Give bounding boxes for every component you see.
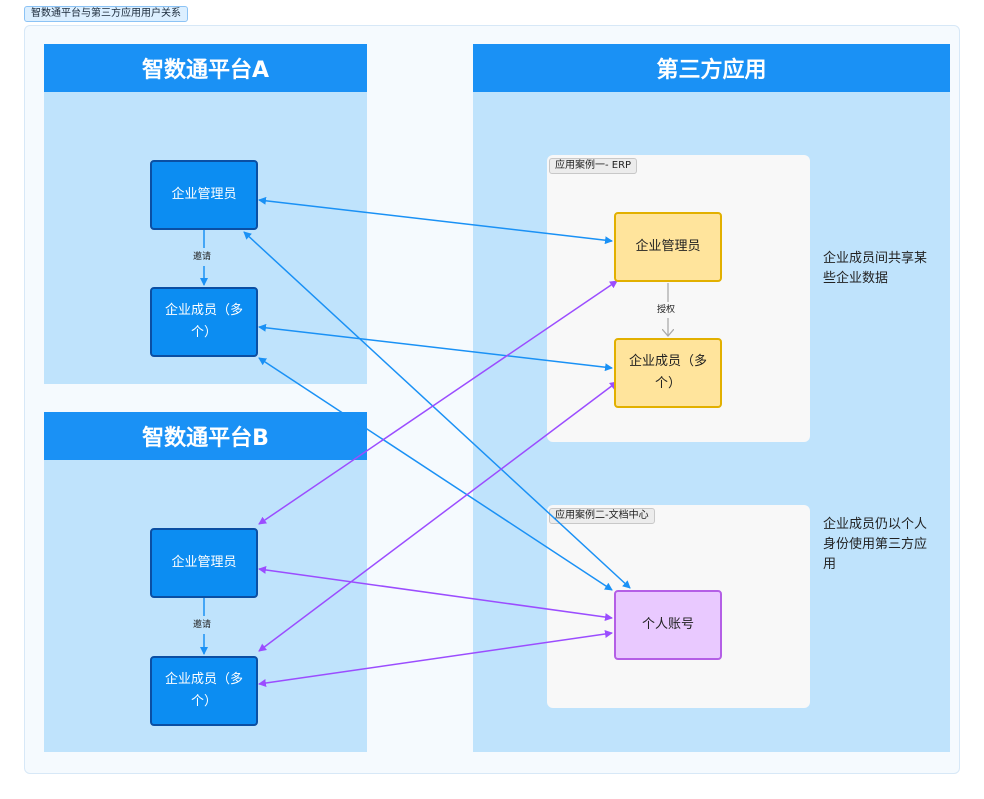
edge-a-admin-account	[243, 231, 631, 589]
frame-title-tag: 智数通平台与第三方应用用户关系	[24, 6, 188, 22]
note-shared-data: 企业成员间共享某些企业数据	[823, 251, 928, 286]
third-party-title: 第三方应用	[473, 44, 950, 92]
platform-b-admin-label: 企业管理员	[171, 555, 237, 570]
personal-account-label: 个人账号	[641, 617, 694, 632]
note-personal-use: 企业成员仍以个人身份使用第三方应用	[823, 517, 928, 572]
platform-a-member-label: 企业成员（多个）	[164, 303, 243, 340]
platform-a-admin-label: 企业管理员	[171, 187, 237, 202]
edge-b-member-account	[258, 630, 613, 687]
erp-member-node: 企业成员（多个）	[614, 338, 722, 408]
erp-member-label: 企业成员（多个）	[628, 354, 707, 391]
edge-b-admin-erp-admin	[258, 280, 618, 525]
platform-b-member-node: 企业成员（多个）	[150, 656, 258, 726]
authorize-label: 授权	[657, 305, 676, 315]
invite-label-a: 邀请	[193, 252, 212, 262]
platform-a-title: 智数通平台A	[44, 44, 367, 92]
edge-a-admin-erp-admin	[258, 196, 613, 245]
edge-b-admin-account	[258, 566, 613, 621]
erp-admin-node: 企业管理员	[614, 212, 722, 282]
edge-a-member-account	[258, 357, 613, 591]
erp-admin-label: 企业管理员	[635, 239, 701, 254]
case1-tag: 应用案例一- ERP	[549, 158, 638, 174]
platform-b-member-label: 企业成员（多个）	[164, 672, 243, 709]
invite-label-b: 邀请	[193, 620, 212, 630]
platform-a-member-node: 企业成员（多个）	[150, 287, 258, 357]
personal-account-node: 个人账号	[614, 590, 722, 660]
edge-a-member-erp-member	[258, 323, 613, 372]
platform-a-admin-node: 企业管理员	[150, 160, 258, 230]
platform-b-admin-node: 企业管理员	[150, 528, 258, 598]
